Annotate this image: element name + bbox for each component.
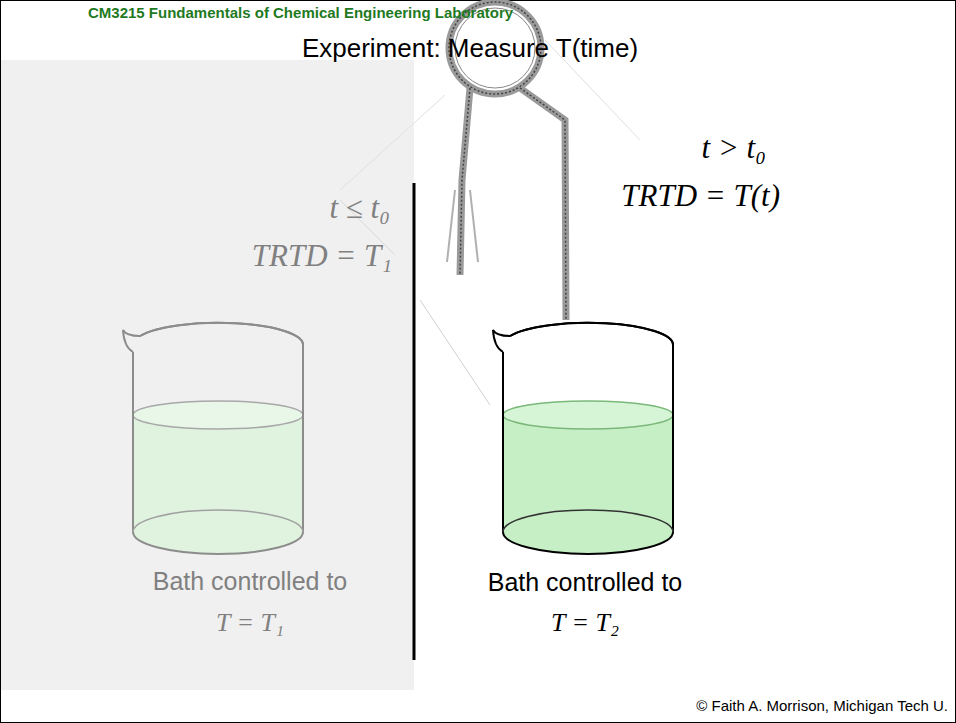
bath-label: Bath controlled to (385, 568, 785, 597)
guide-line (340, 95, 445, 190)
course-header: CM3215 Fundamentals of Chemical Engineer… (88, 4, 648, 21)
grey-panel (1, 60, 414, 690)
bath-temperature: T = T₂ (385, 608, 785, 638)
sensor-equation: TRTD = T(t) (540, 178, 780, 214)
bath-temperature: T = T₁ (40, 608, 460, 638)
beaker-left (123, 323, 303, 554)
copyright-note: © Faith A. Morrison, Michigan Tech U. (560, 697, 948, 714)
condition-label: t ≤ t₀ (190, 190, 390, 226)
bath-label: Bath controlled to (40, 567, 460, 596)
divider-line (413, 183, 416, 660)
condition-label: t > t₀ (580, 130, 766, 166)
guide-line (420, 300, 490, 405)
grey-panel: t ≤ t₀TRTD = T₁Bath controlled toT = T₁ (0, 60, 414, 690)
slide-title: Experiment: Measure T(time) (180, 33, 760, 64)
sensor-equation: TRTD = T₁ (130, 238, 392, 274)
beaker-right (493, 323, 673, 554)
